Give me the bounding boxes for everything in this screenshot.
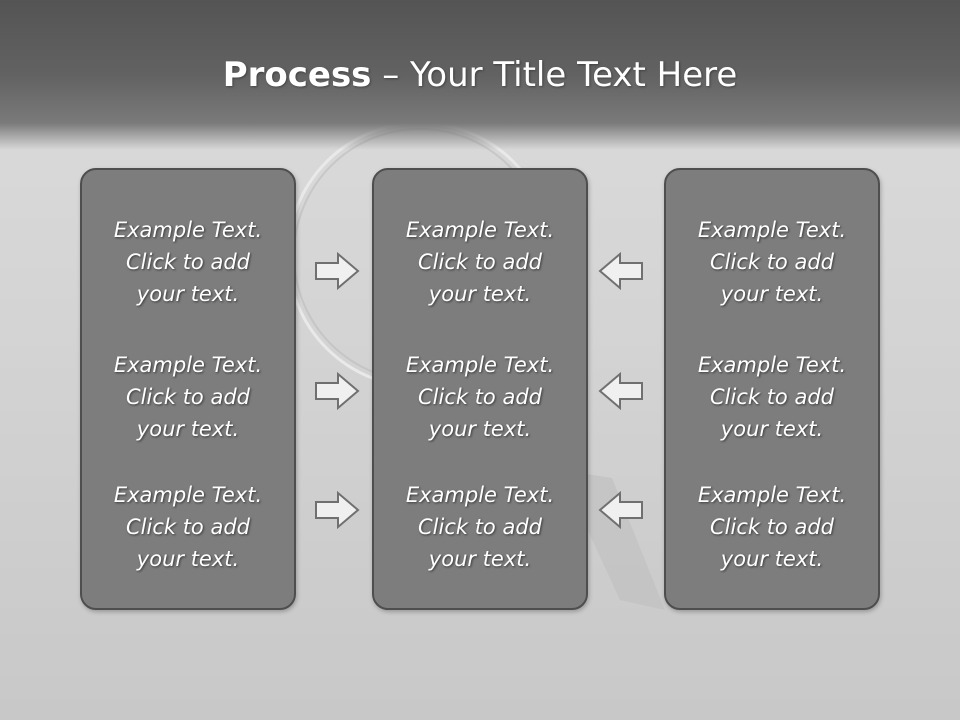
text-line: Example Text. — [405, 353, 555, 377]
left-panel: Example Text. Click to add your text. Ex… — [80, 168, 296, 610]
text-line: Click to add — [125, 385, 250, 409]
text-line: Click to add — [709, 385, 834, 409]
arrow-right-icon — [315, 371, 360, 411]
center-panel: Example Text. Click to add your text. Ex… — [372, 168, 588, 610]
text-block[interactable]: Example Text. Click to add your text. — [666, 479, 878, 575]
arrow-left-icon — [598, 251, 643, 291]
text-line: your text. — [720, 547, 824, 571]
title-bold: Process — [222, 55, 372, 95]
text-block[interactable]: Example Text. Click to add your text. — [374, 479, 586, 575]
text-line: Example Text. — [113, 218, 263, 242]
arrow-left-icon — [598, 371, 643, 411]
right-panel: Example Text. Click to add your text. Ex… — [664, 168, 880, 610]
text-line: Click to add — [125, 515, 250, 539]
text-line: Example Text. — [113, 483, 263, 507]
text-line: Click to add — [417, 250, 542, 274]
text-line: Click to add — [417, 385, 542, 409]
text-line: Example Text. — [697, 353, 847, 377]
text-line: Example Text. — [113, 353, 263, 377]
text-line: your text. — [136, 282, 240, 306]
text-line: Example Text. — [697, 483, 847, 507]
text-line: Click to add — [709, 515, 834, 539]
text-line: your text. — [136, 547, 240, 571]
text-line: Example Text. — [405, 218, 555, 242]
text-line: Click to add — [417, 515, 542, 539]
text-block[interactable]: Example Text. Click to add your text. — [82, 349, 294, 445]
text-block[interactable]: Example Text. Click to add your text. — [666, 349, 878, 445]
text-line: Example Text. — [697, 218, 847, 242]
text-block[interactable]: Example Text. Click to add your text. — [82, 214, 294, 310]
text-block[interactable]: Example Text. Click to add your text. — [374, 214, 586, 310]
text-line: your text. — [428, 417, 532, 441]
text-line: your text. — [136, 417, 240, 441]
text-line: Click to add — [709, 250, 834, 274]
title-rest: – Your Title Text Here — [371, 55, 738, 95]
text-line: your text. — [428, 547, 532, 571]
arrow-right-icon — [315, 251, 360, 291]
arrow-right-icon — [315, 490, 360, 530]
text-line: your text. — [720, 417, 824, 441]
title-bar — [0, 0, 960, 150]
text-block[interactable]: Example Text. Click to add your text. — [82, 479, 294, 575]
text-block[interactable]: Example Text. Click to add your text. — [374, 349, 586, 445]
text-line: your text. — [428, 282, 532, 306]
text-line: your text. — [720, 282, 824, 306]
text-line: Click to add — [125, 250, 250, 274]
text-block[interactable]: Example Text. Click to add your text. — [666, 214, 878, 310]
arrow-left-icon — [598, 490, 643, 530]
text-line: Example Text. — [405, 483, 555, 507]
slide-title: Process – Your Title Text Here — [0, 52, 960, 98]
